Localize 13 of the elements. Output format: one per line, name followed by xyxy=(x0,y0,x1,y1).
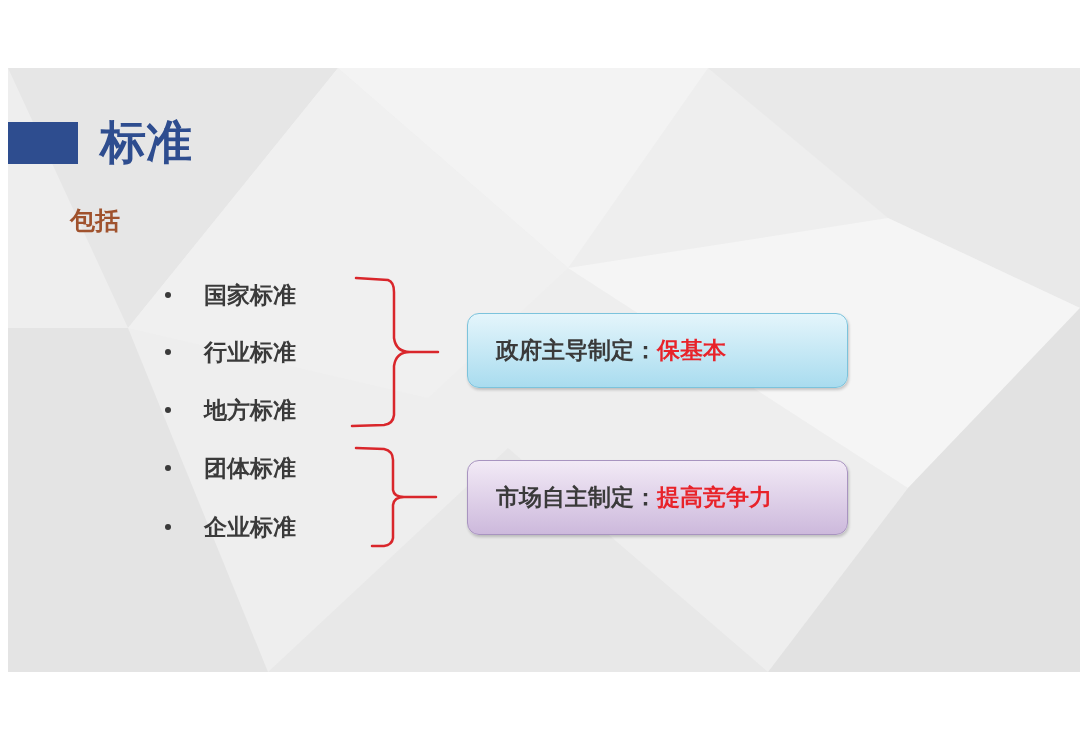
title: 标准 xyxy=(100,114,192,171)
list-item: 行业标准 xyxy=(204,338,296,367)
highlight-text: 提高竞争力 xyxy=(657,483,772,512)
list-item: 国家标准 xyxy=(204,281,296,310)
info-box xyxy=(467,460,848,535)
highlight-text: 保基本 xyxy=(657,336,726,365)
subheading: 包括 xyxy=(70,205,120,237)
box-label: 政府主导制定： xyxy=(496,336,657,365)
list-item: 企业标准 xyxy=(204,513,296,542)
box-label: 市场自主制定： xyxy=(496,483,657,512)
info-box xyxy=(467,313,848,388)
list-item: 团体标准 xyxy=(204,454,296,483)
list-item: 地方标准 xyxy=(204,396,296,425)
